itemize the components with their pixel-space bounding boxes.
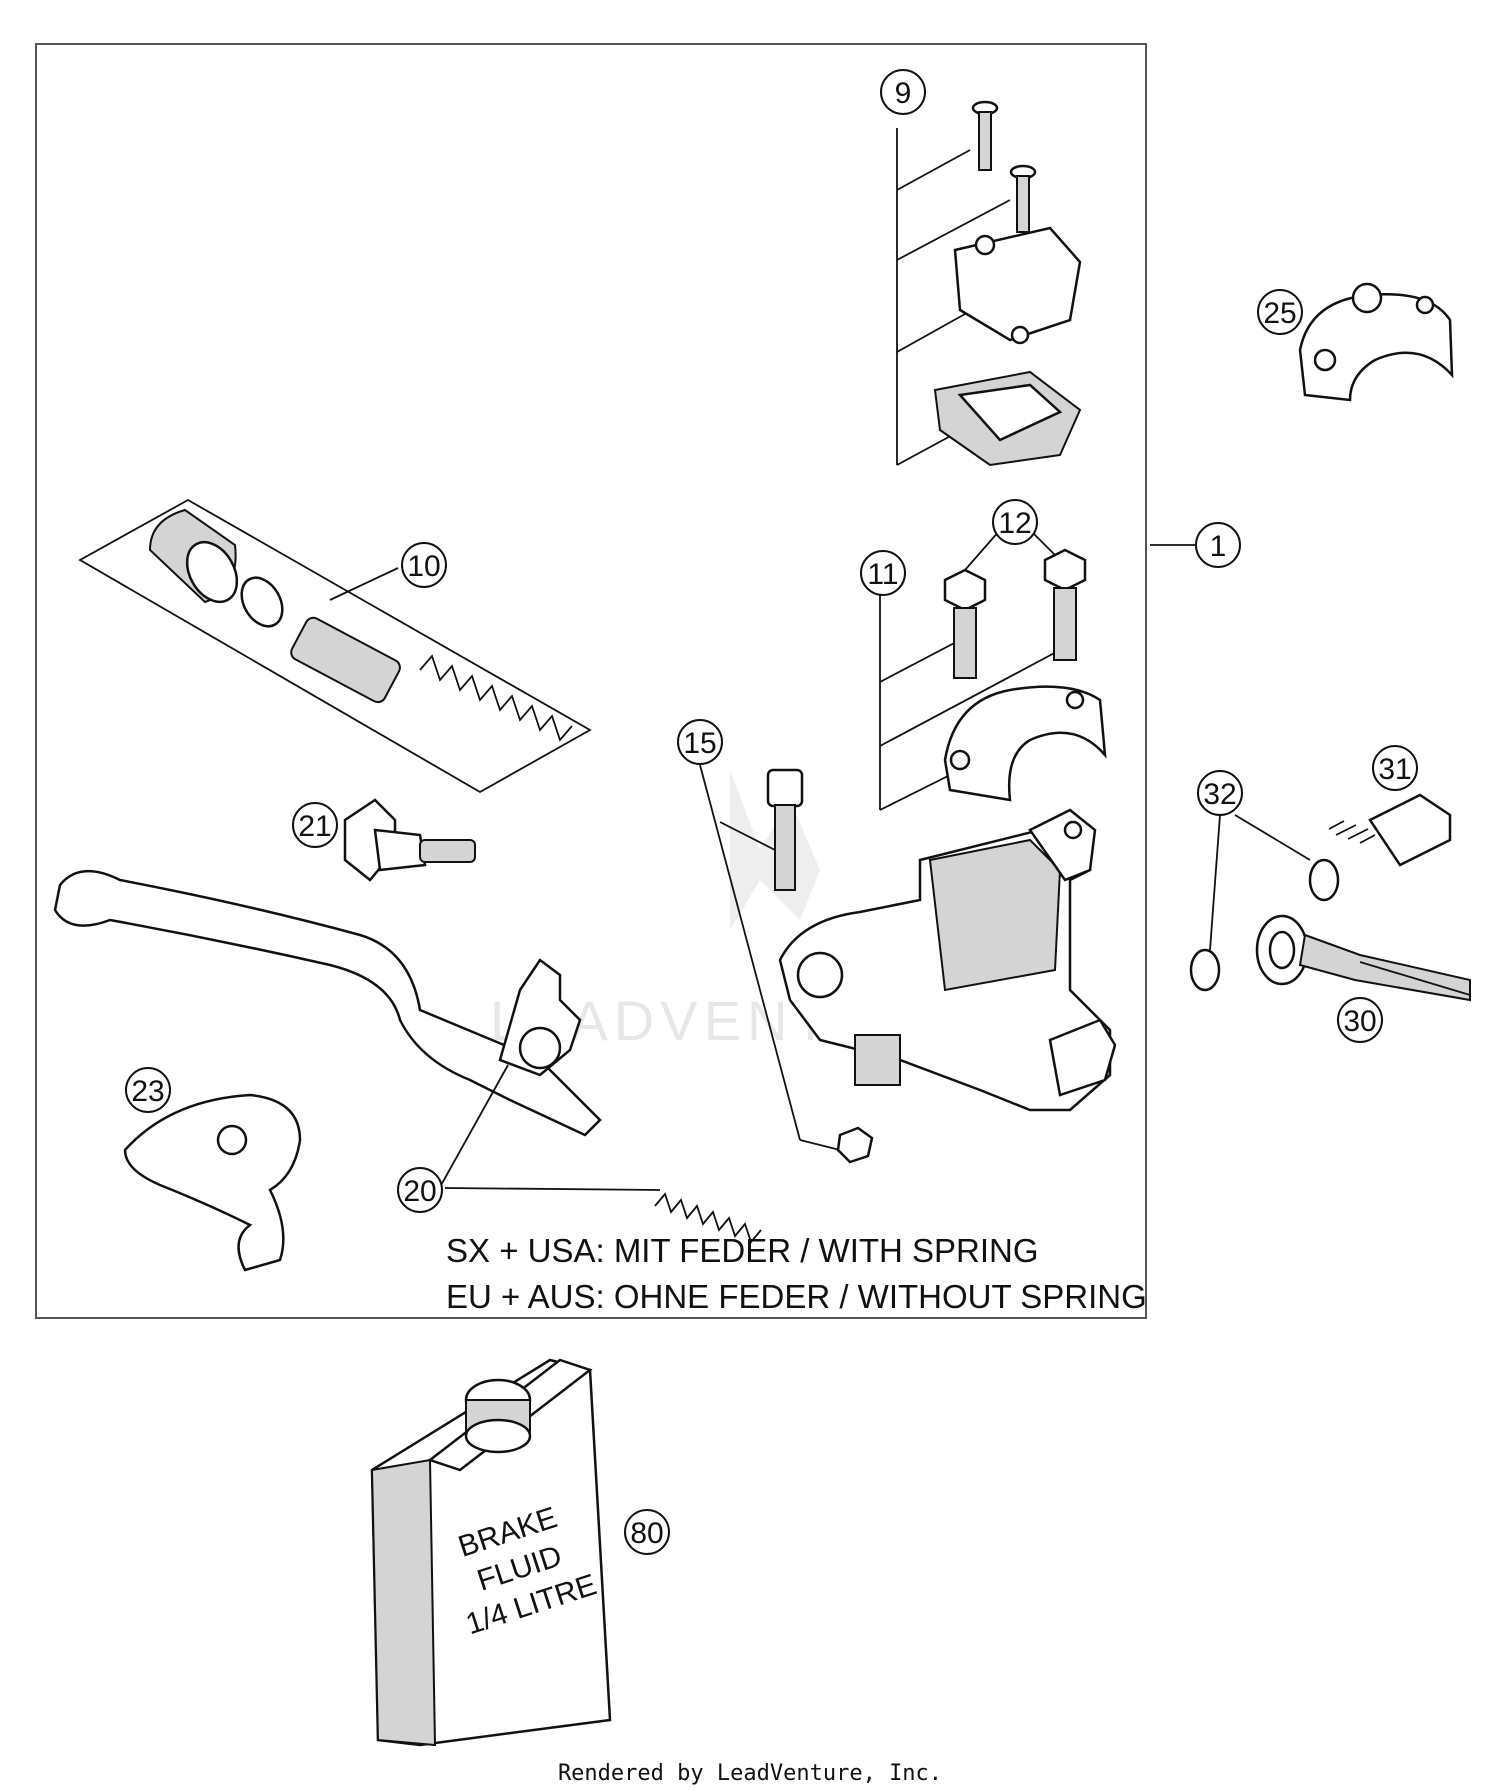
callout-10: 10 <box>401 542 447 588</box>
part-80-brake-fluid-bottle: BRAKE FLUID 1/4 LITRE <box>370 1358 612 1747</box>
callout-31: 31 <box>1372 745 1418 791</box>
part-23-lever-guard <box>123 1093 302 1272</box>
part-20-spring <box>444 1187 762 1244</box>
callout-11-label: 11 <box>867 558 898 591</box>
part-9-reservoir-cover-kit <box>896 100 1082 467</box>
callout-25: 25 <box>1257 289 1303 335</box>
callout-20-label: 20 <box>403 1175 436 1208</box>
callout-10-label: 10 <box>407 550 440 583</box>
callout-30-label: 30 <box>1343 1005 1376 1038</box>
part-10-piston-kit <box>78 498 592 794</box>
note-line-1: SX + USA: MIT FEDER / WITH SPRING <box>446 1232 1039 1269</box>
callout-80: 80 <box>624 1509 670 1555</box>
callout-32-label: 32 <box>1203 778 1236 811</box>
callout-12: 12 <box>992 499 1038 545</box>
callout-20: 20 <box>397 1167 443 1213</box>
part-30-31-32-brake-line <box>1189 793 1471 1002</box>
note-line-2: EU + AUS: OHNE FEDER / WITHOUT SPRING <box>446 1278 1147 1315</box>
callout-31-label: 31 <box>1378 753 1411 786</box>
callout-23-label: 23 <box>131 1075 164 1108</box>
callout-9-label: 9 <box>895 77 912 110</box>
callout-15: 15 <box>677 719 723 765</box>
callout-1: 1 <box>1195 522 1241 568</box>
callout-30: 30 <box>1337 997 1383 1043</box>
callout-25-label: 25 <box>1263 297 1296 330</box>
part-20-brake-lever <box>53 869 602 1206</box>
callout-80-label: 80 <box>630 1517 663 1550</box>
callout-15-label: 15 <box>683 727 716 760</box>
callout-11: 11 <box>860 550 906 596</box>
callout-9: 9 <box>880 69 926 115</box>
callout-12-label: 12 <box>998 507 1031 540</box>
part-11-12-clamp-and-bolts <box>879 529 1107 811</box>
part-21-adjuster-screw <box>343 798 476 882</box>
footer-credit: Rendered by LeadVenture, Inc. <box>558 1761 942 1786</box>
callout-21: 21 <box>292 802 338 848</box>
callout-32: 32 <box>1197 770 1243 816</box>
callout-1-label: 1 <box>1210 530 1227 563</box>
callout-21-label: 21 <box>298 810 331 843</box>
assembly-frame <box>35 43 1147 1319</box>
part-25-handlebar-clamp <box>1298 282 1454 402</box>
callout-23: 23 <box>125 1067 171 1113</box>
part-15-pivot-bolt <box>699 764 874 1164</box>
part-1-master-cylinder <box>778 808 1117 1112</box>
